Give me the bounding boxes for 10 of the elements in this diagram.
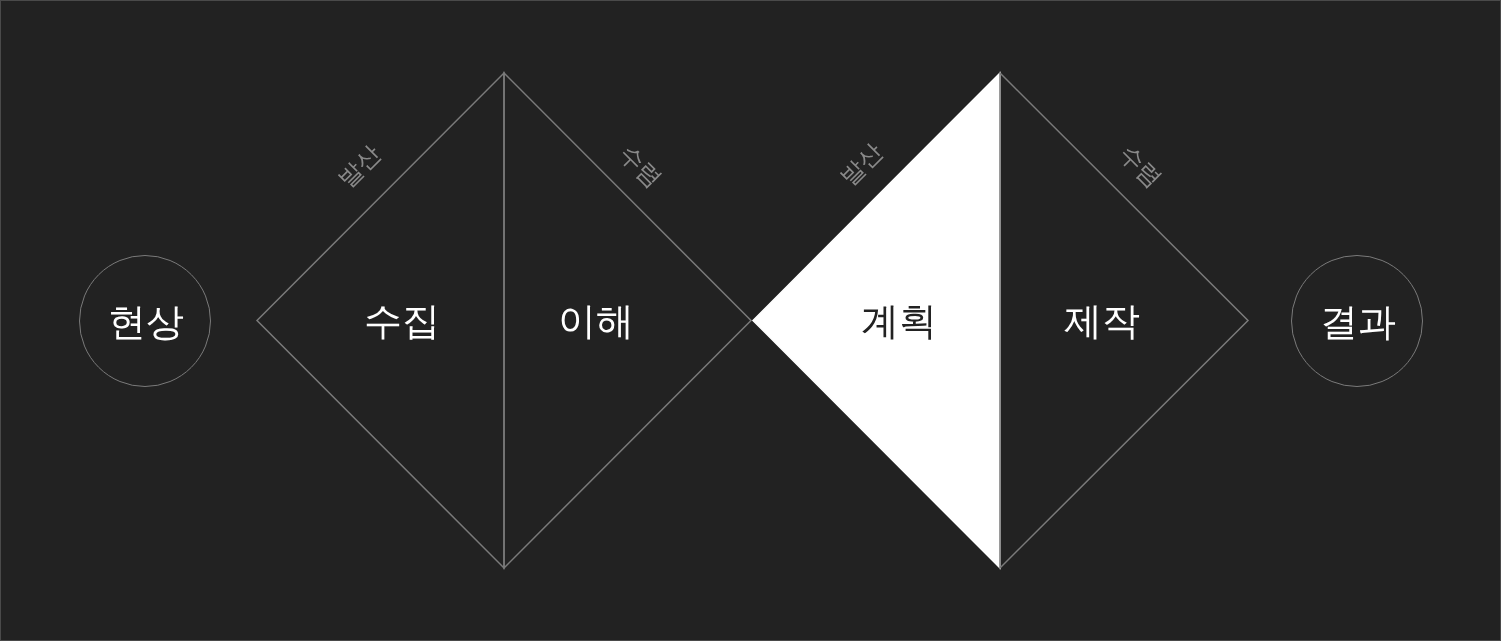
stage-label: 결과: [1320, 303, 1396, 341]
stage-label: 수집: [364, 302, 440, 340]
phase-label: 발산: [333, 140, 385, 192]
stage-label: 현상: [108, 303, 184, 341]
stage-label: 제작: [1064, 302, 1140, 340]
phase-label: 발산: [835, 138, 887, 190]
stage-label: 이해: [558, 302, 634, 340]
phase-label: 수렴: [1115, 140, 1167, 192]
phase-label: 수렴: [615, 140, 667, 192]
stage-label: 계획: [861, 302, 937, 340]
